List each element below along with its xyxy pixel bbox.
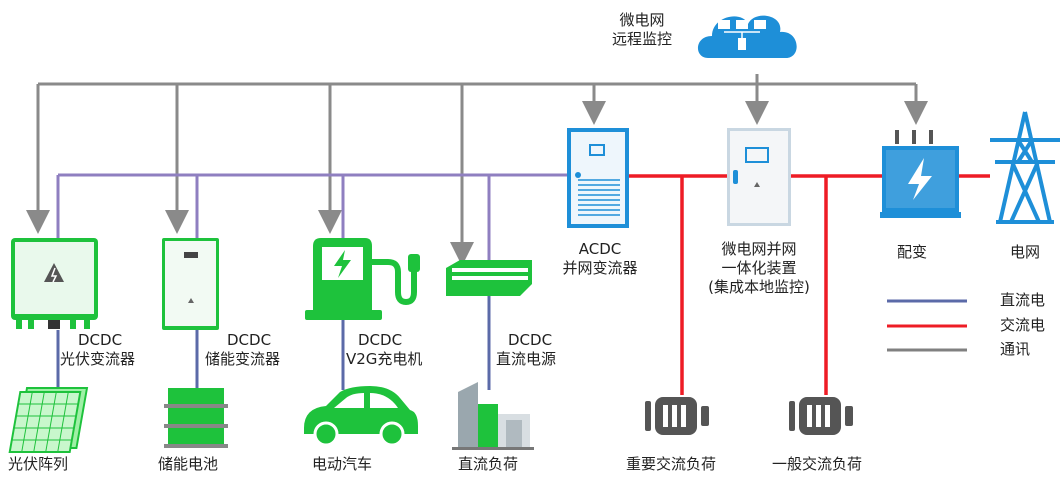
grid-device-line1: 微电网并网 <box>721 240 797 258</box>
communication-lines <box>26 74 928 266</box>
dc-load-label: 直流负荷 <box>458 455 519 473</box>
grid-device-line3: (集成本地监控) <box>708 278 810 296</box>
acdc-line2: 并网变流器 <box>562 259 638 277</box>
legend-comm-label: 通讯 <box>1000 340 1031 358</box>
pv-converter-icon <box>11 238 98 329</box>
cloud-label-line1: 微电网 <box>619 11 665 29</box>
battery-icon <box>164 388 228 448</box>
important-ac-load-icon <box>645 397 709 435</box>
pv-array-label: 光伏阵列 <box>8 455 69 473</box>
dc-lines <box>56 173 568 260</box>
pv-converter-line1: DCDC <box>78 331 123 349</box>
legend-ac-label: 交流电 <box>1000 316 1046 334</box>
transformer-label: 配变 <box>897 243 928 261</box>
cloud-icon <box>697 15 797 58</box>
v2g-charger-line2: V2G充电机 <box>346 350 423 368</box>
dc-power-line1: DCDC <box>508 331 553 349</box>
v2g-charger-icon <box>305 238 420 320</box>
v2g-charger-label: DCDC V2G充电机 <box>346 331 422 369</box>
storage-converter-line1: DCDC <box>227 331 272 349</box>
dc-drop-lines <box>56 296 491 390</box>
grid-label: 电网 <box>1010 243 1041 261</box>
acdc-line1: ACDC <box>578 240 622 258</box>
storage-converter-line2: 储能变流器 <box>205 350 281 368</box>
v2g-charger-line1: DCDC <box>358 331 403 349</box>
ac-lines <box>628 174 990 395</box>
electric-car-icon <box>304 386 418 447</box>
legend-swatches <box>887 299 967 352</box>
storage-converter-icon <box>162 238 219 330</box>
storage-converter-label: DCDC 储能变流器 <box>205 331 280 369</box>
grid-device-label: 微电网并网 一体化装置 (集成本地监控) <box>695 240 823 297</box>
ev-label: 电动汽车 <box>312 455 373 473</box>
solar-panel-icon <box>8 387 89 453</box>
cloud-label-line2: 远程监控 <box>612 30 673 48</box>
cloud-label: 微电网 远程监控 <box>612 11 672 49</box>
pv-converter-label: DCDC 光伏变流器 <box>60 331 135 369</box>
acdc-converter-icon <box>567 128 629 228</box>
pv-converter-line2: 光伏变流器 <box>60 350 136 368</box>
dc-power-label: DCDC 直流电源 <box>496 331 556 369</box>
important-ac-load-label: 重要交流负荷 <box>626 455 717 473</box>
legend-dc-label: 直流电 <box>1000 291 1046 309</box>
grid-device-icon <box>727 128 791 226</box>
power-tower-icon <box>990 111 1060 224</box>
dc-power-line2: 直流电源 <box>496 350 557 368</box>
general-ac-load-label: 一般交流负荷 <box>772 455 863 473</box>
transformer-icon <box>880 130 961 218</box>
dc-power-icon <box>446 260 532 296</box>
grid-device-line2: 一体化装置 <box>721 259 797 277</box>
acdc-label: ACDC 并网变流器 <box>554 240 646 278</box>
general-ac-load-icon <box>789 397 853 435</box>
battery-label: 储能电池 <box>158 455 219 473</box>
building-icon <box>452 382 534 450</box>
